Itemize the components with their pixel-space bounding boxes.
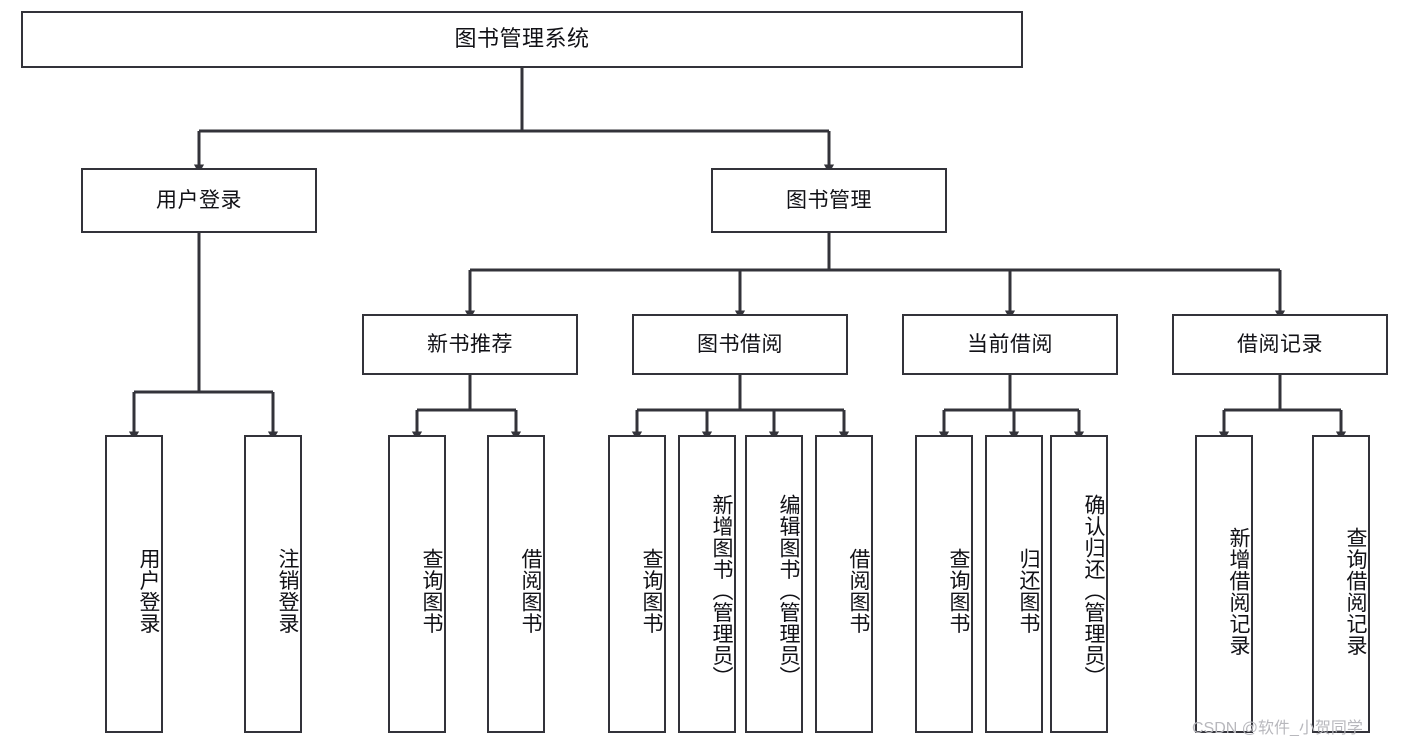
node-leaf-query-book-1[interactable]: 查询图书 <box>388 435 446 733</box>
node-leaf-add-book[interactable]: 新增图书（管理员） <box>678 435 736 733</box>
node-leaf-borrow-book-2[interactable]: 借阅图书 <box>815 435 873 733</box>
node-label: 新书推荐 <box>427 332 513 356</box>
node-leaf-confirm-return[interactable]: 确认归还（管理员） <box>1050 435 1108 733</box>
node-label: 新增借阅记录 <box>1227 526 1250 656</box>
node-leaf-query-book-3[interactable]: 查询图书 <box>915 435 973 733</box>
node-label: 注销登录 <box>276 548 299 634</box>
node-leaf-query-record[interactable]: 查询借阅记录 <box>1312 435 1370 733</box>
node-root[interactable]: 图书管理系统 <box>21 11 1023 68</box>
node-label: 用户登录 <box>137 548 160 634</box>
node-book-manage[interactable]: 图书管理 <box>711 168 947 233</box>
node-label: 查询图书 <box>420 548 443 634</box>
node-label: 查询图书 <box>947 548 970 634</box>
node-leaf-return-book[interactable]: 归还图书 <box>985 435 1043 733</box>
node-leaf-add-record[interactable]: 新增借阅记录 <box>1195 435 1253 733</box>
node-leaf-logout[interactable]: 注销登录 <box>244 435 302 733</box>
node-leaf-user-login[interactable]: 用户登录 <box>105 435 163 733</box>
watermark-text: CSDN @软件_小贺同学 <box>1192 720 1363 737</box>
node-label: 用户登录 <box>156 188 242 212</box>
node-label: 编辑图书（管理员） <box>777 494 800 688</box>
node-user-login[interactable]: 用户登录 <box>81 168 317 233</box>
node-leaf-query-book-2[interactable]: 查询图书 <box>608 435 666 733</box>
node-label: 查询借阅记录 <box>1344 526 1367 656</box>
node-book-borrow[interactable]: 图书借阅 <box>632 314 848 375</box>
node-label: 借阅记录 <box>1237 332 1323 356</box>
node-new-book-rec[interactable]: 新书推荐 <box>362 314 578 375</box>
node-label: 图书借阅 <box>697 332 783 356</box>
node-label: 借阅图书 <box>519 548 542 634</box>
node-label: 图书管理 <box>786 188 872 212</box>
node-leaf-edit-book[interactable]: 编辑图书（管理员） <box>745 435 803 733</box>
node-leaf-borrow-book-1[interactable]: 借阅图书 <box>487 435 545 733</box>
node-label: 归还图书 <box>1017 548 1040 634</box>
node-borrow-record[interactable]: 借阅记录 <box>1172 314 1388 375</box>
node-label: 确认归还（管理员） <box>1082 494 1105 688</box>
node-label: 当前借阅 <box>967 332 1053 356</box>
node-label: 查询图书 <box>640 548 663 634</box>
node-current-borrow[interactable]: 当前借阅 <box>902 314 1118 375</box>
node-label: 借阅图书 <box>847 548 870 634</box>
node-label: 图书管理系统 <box>454 26 590 52</box>
node-label: 新增图书（管理员） <box>710 494 733 688</box>
